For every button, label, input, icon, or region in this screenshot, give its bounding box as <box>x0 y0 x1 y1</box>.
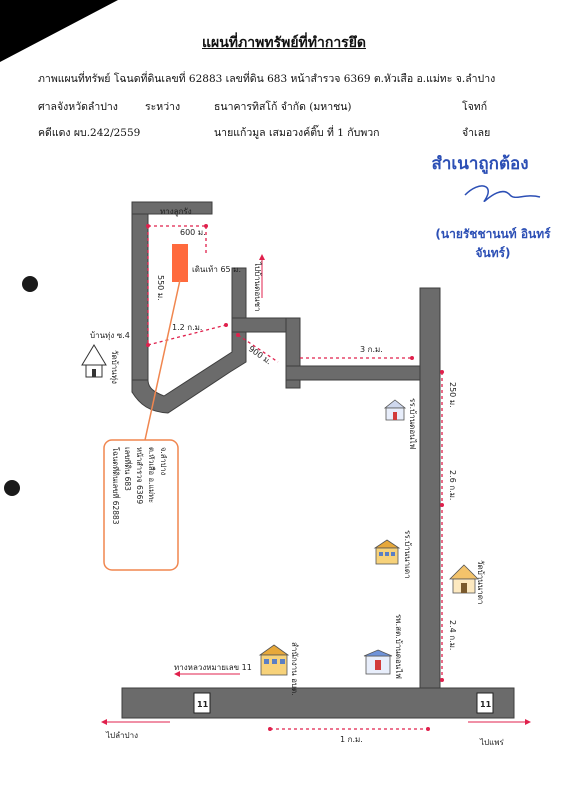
header-defendant-role: จำเลย <box>462 127 491 139</box>
highway-shield-left: 11 <box>193 692 211 714</box>
label-1km: 1 ก.ม. <box>340 735 363 744</box>
binder-hole-bottom <box>4 480 20 496</box>
road-curve <box>131 267 247 414</box>
header-plaintiff: ธนาคารทิสโก้ จำกัด (มหาชน) <box>214 101 352 113</box>
office-icon <box>258 644 290 676</box>
deed-pointer-line <box>144 279 181 441</box>
road-network <box>121 201 515 719</box>
deed-line-5: จ.ลำปาง <box>159 447 168 476</box>
label-school-2: รร.บ้านนาเดา <box>403 530 412 579</box>
label-2-6km: 2.6 ก.ม. <box>448 470 457 500</box>
label-school-1: รร.บ้านดอนไฟ <box>408 398 417 450</box>
label-to-lampang: ไปลำปาง <box>105 731 138 740</box>
highway-shield-right: 11 <box>476 692 494 714</box>
road-middle-horizontal <box>285 365 429 381</box>
road-left-vertical <box>131 201 149 393</box>
label-65: เดินเท้า 65 ม. <box>192 265 241 274</box>
label-550: 550 ม. <box>156 275 165 301</box>
label-2-4km: 2.4 ก.ม. <box>448 620 457 650</box>
header-plaintiff-role: โจทก์ <box>462 101 488 113</box>
header-defendant: นายแก้วมูล เสมอวงค์ติ๊บ ที่ 1 กับพวก <box>214 127 380 139</box>
label-to-village: ไปบ้านดอนชา <box>253 261 262 312</box>
dim-line-900 <box>237 334 279 363</box>
label-temple-right: วัดบ้านนาดา <box>476 560 485 604</box>
deed-line-1: โฉนดที่ดินเลขที่ 62883 <box>111 447 121 525</box>
clinic-icon <box>363 649 393 675</box>
hwy-num-left: 11 <box>197 700 209 709</box>
dim-line-1-2km <box>147 324 227 346</box>
school-2-icon <box>373 539 401 565</box>
temple-left-icon <box>81 344 107 378</box>
label-village-sign: บ้านทุ่ง ซ.4 <box>90 331 130 340</box>
highway-11 <box>121 687 515 719</box>
deed-info-box <box>103 439 179 571</box>
deed-box-text: โฉนดที่ดินเลขที่ 62883 เลขที่ดิน 683 หน้… <box>111 447 168 525</box>
header-court: ศาลจังหวัดลำปาง <box>38 101 118 113</box>
road-top-horizontal <box>131 201 213 215</box>
school-1-icon <box>383 399 407 421</box>
label-highway: ทางหลวงหมายเลข 11 <box>174 663 252 672</box>
header-between: ระหว่าง <box>145 101 181 113</box>
certifier-name: (นายรัชชานนท์ อินทร์จันทร์) <box>435 227 551 260</box>
label-clinic: รพ.สต.บ้านดอนไฟ <box>394 614 403 679</box>
temple-right-icon <box>449 564 479 594</box>
deed-line-3: หน้าสำรวจ 6369 <box>135 447 144 504</box>
property-plot <box>172 244 188 282</box>
folded-corner <box>0 0 118 62</box>
label-temple-left: วัดบ้านทุ่ง <box>110 350 119 384</box>
hwy-num-right: 11 <box>480 700 492 709</box>
label-900: 900 ม. <box>247 344 273 366</box>
label-office: สำนักงาน อบต. <box>290 642 299 696</box>
label-600: 600 ม. <box>180 228 206 237</box>
road-right-vertical <box>419 287 441 689</box>
label-1-2km: 1.2 ก.ม. <box>172 323 202 332</box>
page-title: แผนที่ภาพทรัพย์ที่ทำการยึด <box>202 35 366 51</box>
signature-scribble <box>464 185 541 203</box>
label-road-top: ทางลูกรัง <box>160 207 192 217</box>
label-to-phrae: ไปแพร่ <box>479 738 505 747</box>
header-case-number: คดีแดง ผบ.242/2559 <box>38 127 141 139</box>
label-250: 250 ม. <box>448 382 457 408</box>
header-row-deed: ภาพแผนที่ทรัพย์ โฉนดที่ดินเลขที่ 62883 เ… <box>38 73 496 85</box>
deed-line-2: เลขที่ดิน 683 <box>123 447 133 491</box>
label-3km: 3 ก.ม. <box>360 345 383 354</box>
certified-copy-stamp: สำเนาถูกต้อง <box>431 154 529 174</box>
deed-line-4: ต.หัวเสือ อ.แม่ทะ <box>147 447 156 503</box>
binder-hole-top <box>22 276 38 292</box>
